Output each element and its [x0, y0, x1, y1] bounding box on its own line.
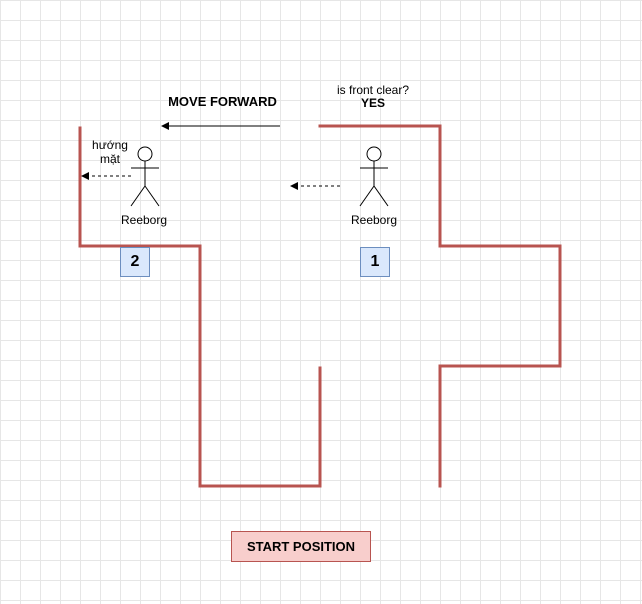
robot-name-1: Reeborg	[350, 213, 398, 227]
maze-wall-right	[318, 124, 562, 488]
answer-text: YES	[360, 96, 385, 110]
facing-label-line2: mặt	[99, 152, 120, 166]
reeborg-figure-1	[359, 146, 389, 207]
robot-name-2: Reeborg	[120, 213, 168, 227]
start-position-box: START POSITION	[231, 531, 371, 562]
maze-wall-left	[78, 126, 322, 488]
step-badge-2: 2	[120, 247, 150, 277]
reeborg-figure-2	[130, 146, 160, 207]
step-badge-1: 1	[360, 247, 390, 277]
move-forward-label: MOVE FORWARD	[168, 94, 277, 109]
question-text: is front clear?	[336, 83, 410, 97]
facing-label-line1: hướng	[92, 138, 128, 152]
